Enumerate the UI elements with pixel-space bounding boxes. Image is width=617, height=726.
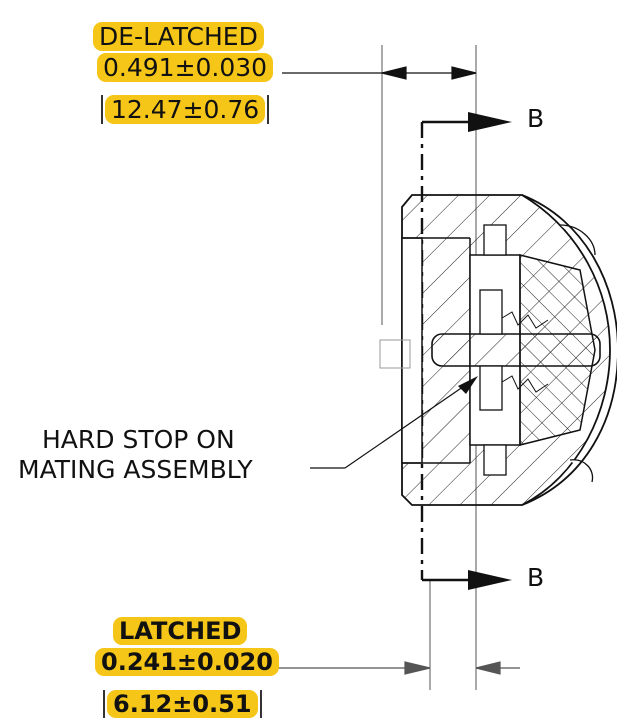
delatched-title: DE-LATCHED [93,22,264,51]
delatched-dimension-mm: 12.47±0.76 [101,95,270,124]
ghost-outline [379,339,411,369]
callout-leader [310,376,478,469]
delatched-dimension-in: 0.491±0.030 [97,53,274,82]
housing-section [401,194,617,506]
callout-line-2: MATING ASSEMBLY [18,455,253,484]
section-arrow-top [468,112,512,132]
section-label-top: B [527,104,545,133]
latched-dimension-in: 0.241±0.020 [95,648,279,676]
delatched-title-text: DE-LATCHED [93,22,264,51]
latched-title: LATCHED [113,617,248,645]
section-arrow-bottom [468,570,512,590]
latched-dimension-mm: 6.12±0.51 [103,690,262,718]
dimension-line-latched [275,661,520,675]
dimension-line-delatched [282,66,477,80]
section-label-bottom: B [527,563,545,592]
callout-line-1: HARD STOP ON [42,425,235,454]
